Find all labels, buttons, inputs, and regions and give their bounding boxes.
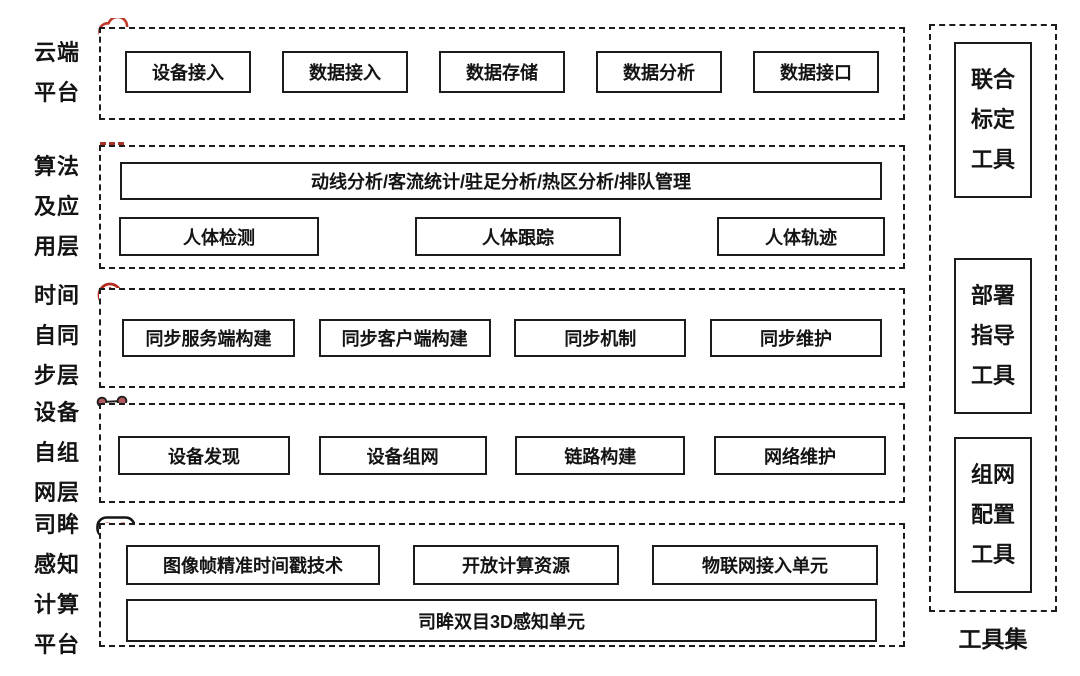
module-box: 数据存储 <box>439 51 565 93</box>
module-row: 图像帧精准时间戳技术 开放计算资源 物联网接入单元 <box>101 545 903 585</box>
layer-label-cloud-platform: 云端 平台 <box>24 33 90 113</box>
label-line: 配置 <box>970 502 1015 527</box>
module-box: 同步维护 <box>709 319 882 357</box>
label-line: 司眸 <box>33 512 80 537</box>
label-line: 步层 <box>33 363 80 388</box>
module-row: 设备发现 设备组网 链路构建 网络维护 <box>101 436 903 475</box>
module-box: 同步客户端构建 <box>318 319 491 357</box>
layer-algorithm-application: 动线分析/客流统计/驻足分析/热区分析/排队管理 人体检测 人体跟踪 人体轨迹 <box>99 145 905 269</box>
label-line: 平台 <box>33 632 80 657</box>
layer-device-self-network: 设备发现 设备组网 链路构建 网络维护 <box>99 403 905 503</box>
module-box: 人体跟踪 <box>415 217 621 256</box>
label-line: 自组 <box>33 440 80 465</box>
module-box: 设备接入 <box>125 51 251 93</box>
label-line: 时间 <box>33 283 80 308</box>
layer-label-time-self-sync: 时间 自同 步层 <box>24 276 90 396</box>
layer-simou-perception: 图像帧精准时间戳技术 开放计算资源 物联网接入单元 司眸双目3D感知单元 <box>99 523 905 647</box>
label-line: 算法 <box>33 154 80 179</box>
layer-label-algorithm-application: 算法 及应 用层 <box>24 147 90 267</box>
module-box: 数据接口 <box>753 51 879 93</box>
module-box: 开放计算资源 <box>413 545 619 585</box>
toolset-caption: 工具集 <box>958 626 1028 652</box>
module-row: 设备接入 数据接入 数据存储 数据分析 数据接口 <box>101 51 903 93</box>
module-row: 同步服务端构建 同步客户端构建 同步机制 同步维护 <box>101 319 903 357</box>
module-row: 人体检测 人体跟踪 人体轨迹 <box>101 217 903 256</box>
module-box: 同步服务端构建 <box>122 319 295 357</box>
label-line: 自同 <box>33 323 80 348</box>
module-box: 同步机制 <box>514 319 687 357</box>
module-box-wide: 动线分析/客流统计/驻足分析/热区分析/排队管理 <box>120 162 882 200</box>
label-line: 云端 <box>33 40 80 65</box>
module-box: 人体轨迹 <box>717 217 885 256</box>
layer-label-simou-perception: 司眸 感知 计算 平台 <box>24 505 90 665</box>
tool-box-joint-calibration: 联合 标定 工具 <box>954 42 1032 198</box>
module-box: 图像帧精准时间戳技术 <box>126 545 380 585</box>
tool-box-network-config: 组网 配置 工具 <box>954 437 1032 593</box>
toolset-container: 联合 标定 工具 部署 指导 工具 组网 配置 工具 <box>929 24 1057 612</box>
module-box: 物联网接入单元 <box>652 545 878 585</box>
layer-time-self-sync: 同步服务端构建 同步客户端构建 同步机制 同步维护 <box>99 288 905 388</box>
module-box: 链路构建 <box>515 436 686 475</box>
label-line: 用层 <box>33 234 80 259</box>
layer-cloud-platform: 设备接入 数据接入 数据存储 数据分析 数据接口 <box>99 27 905 120</box>
label-line: 指导 <box>970 323 1015 348</box>
module-box: 设备组网 <box>318 436 487 475</box>
module-box: 设备发现 <box>118 436 290 475</box>
label-line: 设备 <box>33 400 80 425</box>
label-line: 网层 <box>33 480 80 505</box>
label-line: 联合 <box>970 67 1015 92</box>
module-box: 人体检测 <box>119 217 319 256</box>
label-line: 工具 <box>970 147 1015 172</box>
module-box: 数据接入 <box>282 51 408 93</box>
label-line: 工具 <box>970 542 1015 567</box>
label-line: 部署 <box>970 283 1015 308</box>
label-line: 及应 <box>33 194 80 219</box>
layer-label-device-self-network: 设备 自组 网层 <box>24 393 90 513</box>
label-line: 标定 <box>970 107 1015 132</box>
module-box-wide: 司眸双目3D感知单元 <box>126 599 877 642</box>
label-line: 感知 <box>33 552 80 577</box>
module-box: 网络维护 <box>713 436 886 475</box>
label-line: 工具 <box>970 363 1015 388</box>
label-line: 计算 <box>33 592 80 617</box>
module-box: 数据分析 <box>596 51 722 93</box>
label-line: 平台 <box>33 80 80 105</box>
label-line: 组网 <box>970 462 1015 487</box>
tool-box-deployment-guide: 部署 指导 工具 <box>954 258 1032 414</box>
